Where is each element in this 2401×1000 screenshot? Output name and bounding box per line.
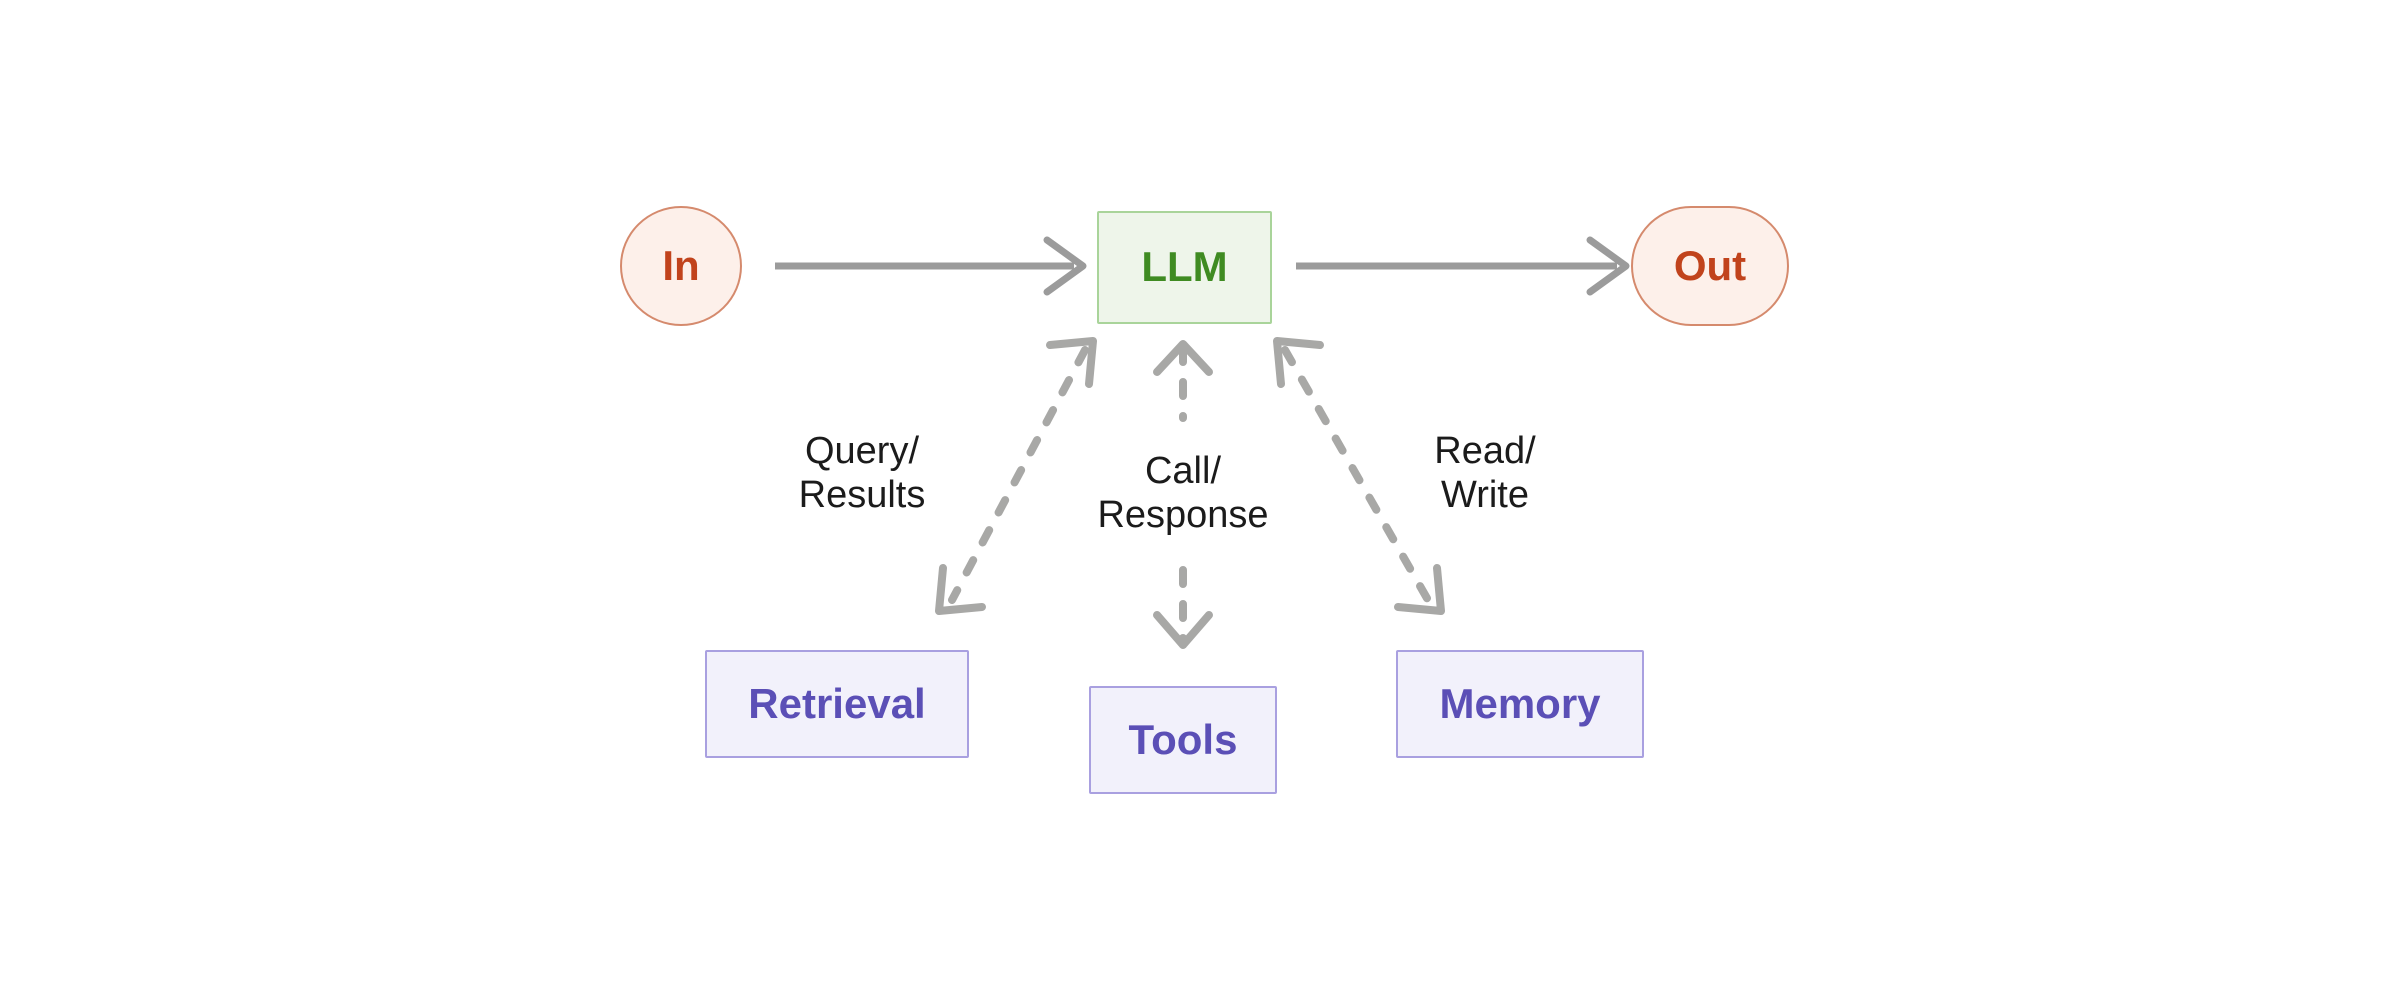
node-retrieval-label: Retrieval — [748, 679, 926, 727]
edge-label-query-results: Query/ Results — [798, 430, 926, 516]
edge-llm-retrieval — [935, 337, 1097, 615]
node-out[interactable]: Out — [1631, 206, 1789, 326]
edge-llm-to-out — [1296, 236, 1630, 296]
node-tools-label: Tools — [1128, 715, 1238, 763]
node-llm[interactable]: LLM — [1097, 211, 1272, 324]
edge-llm-memory — [1273, 337, 1445, 615]
edge-in-to-llm — [775, 236, 1087, 296]
edge-label-read-write: Read/ Write — [1434, 430, 1536, 516]
node-out-label: Out — [1673, 241, 1747, 289]
edge-llm-tools — [1153, 340, 1213, 649]
node-llm-label: LLM — [1141, 243, 1228, 291]
node-in[interactable]: In — [620, 206, 742, 326]
node-in-label: In — [662, 241, 700, 289]
node-memory[interactable]: Memory — [1396, 650, 1644, 758]
node-memory-label: Memory — [1439, 679, 1601, 727]
node-retrieval[interactable]: Retrieval — [705, 650, 969, 758]
edge-label-call-response: Call/ Response — [1097, 450, 1269, 536]
node-tools[interactable]: Tools — [1089, 686, 1277, 794]
